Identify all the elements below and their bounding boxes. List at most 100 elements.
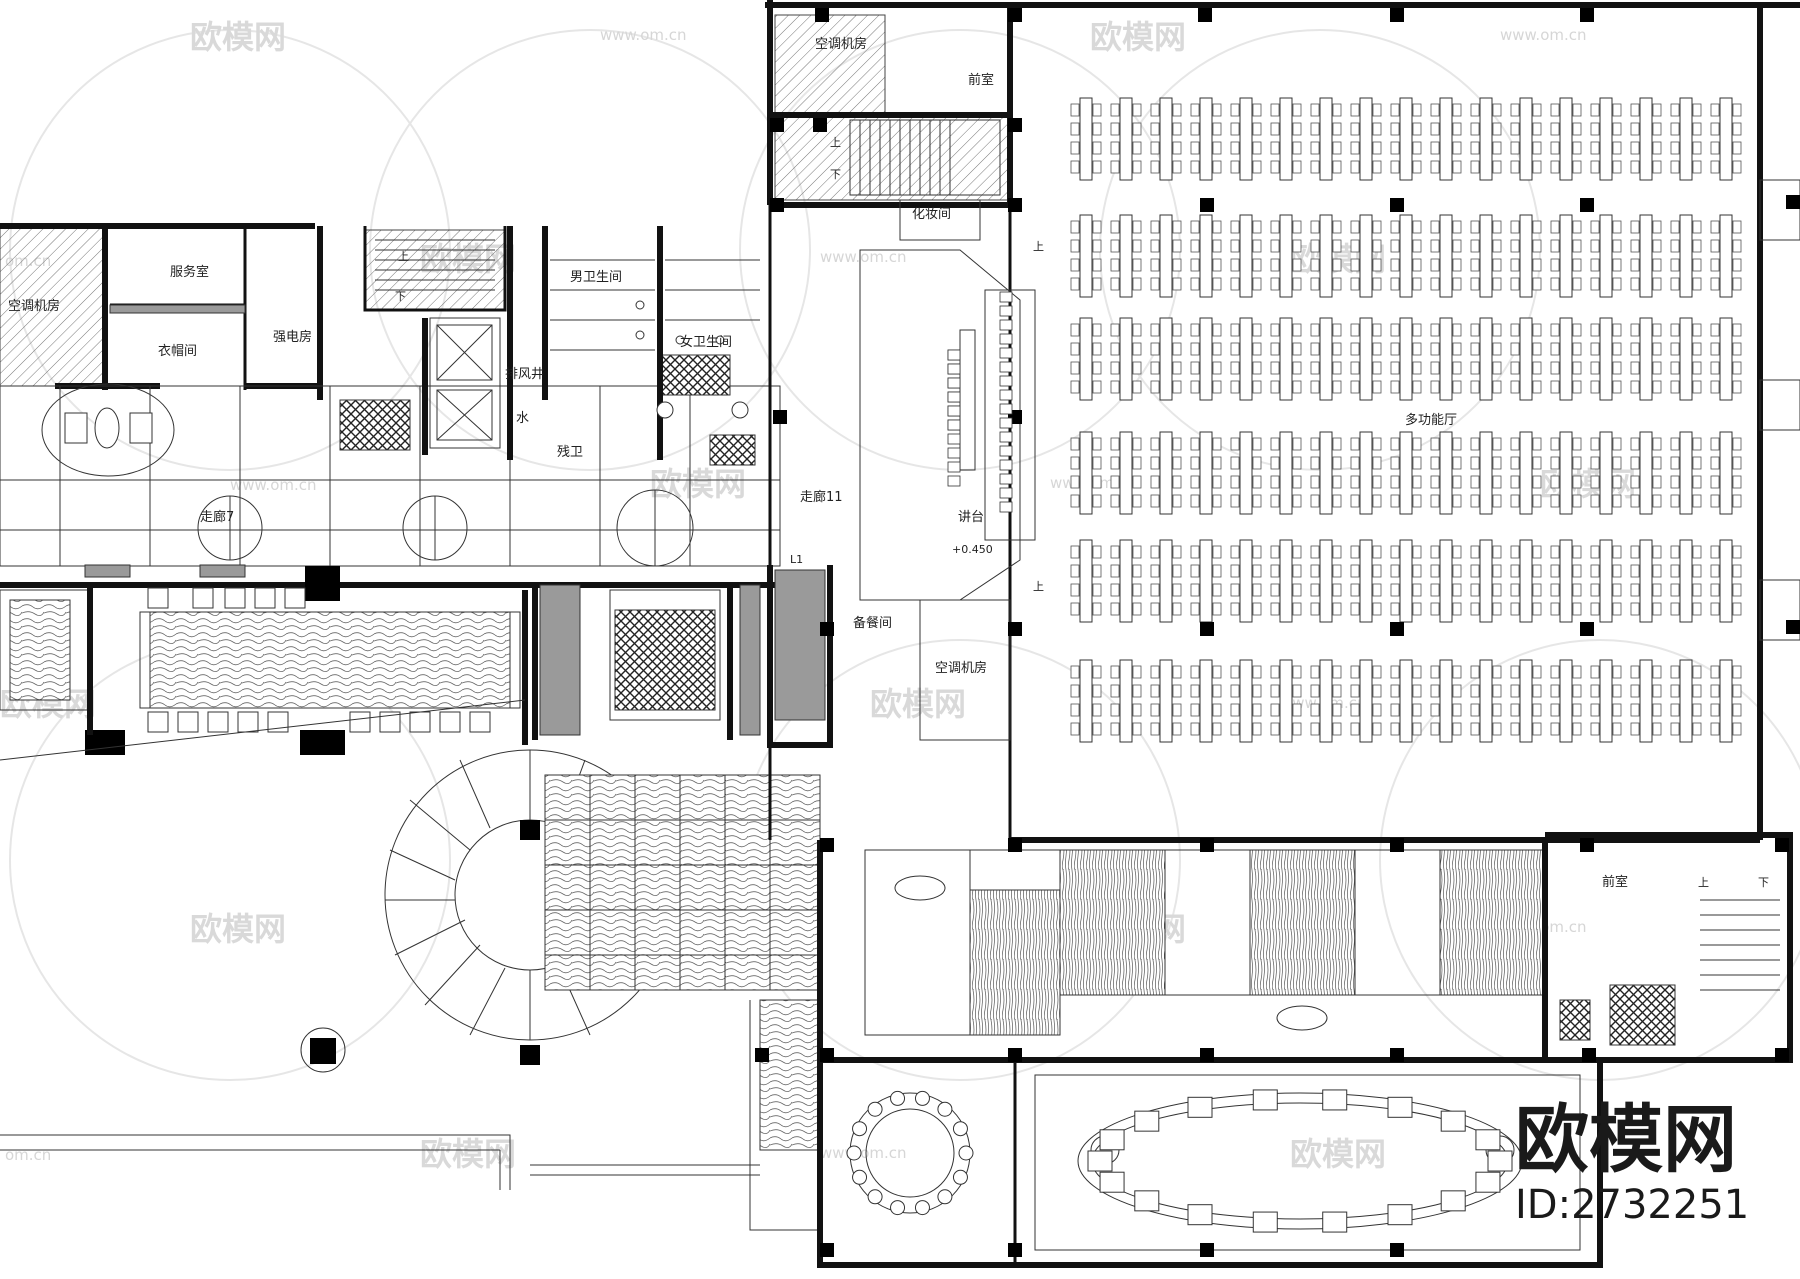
hall-chair	[1692, 684, 1702, 698]
hall-chair	[1092, 380, 1102, 394]
hall-chair	[1692, 703, 1702, 717]
room-corridor-7: 走廊7	[200, 509, 234, 525]
hall-chair	[1092, 722, 1102, 736]
hall-chair	[1070, 475, 1080, 489]
hall-chair	[1532, 103, 1542, 117]
hall-chair	[1630, 564, 1640, 578]
hall-chair	[1652, 277, 1662, 291]
hall-chair	[1452, 703, 1462, 717]
hall-chair	[1212, 103, 1222, 117]
east-lounge-band: 前室 上 下	[817, 832, 1793, 1063]
hall-chair	[1670, 122, 1680, 136]
hall-chair	[1110, 545, 1120, 559]
hall-table	[1239, 97, 1253, 181]
hall-chair	[1572, 475, 1582, 489]
hall-chair	[1612, 722, 1622, 736]
hall-chair	[1390, 722, 1400, 736]
hall-chair	[1710, 122, 1720, 136]
hall-chair	[1670, 160, 1680, 174]
hall-chair	[1652, 160, 1662, 174]
hall-chair	[1132, 665, 1142, 679]
hall-chair	[1652, 583, 1662, 597]
hall-chair	[1492, 342, 1502, 356]
hall-table	[1479, 214, 1493, 298]
hall-chair	[1532, 380, 1542, 394]
hall-chair	[1390, 665, 1400, 679]
stage-chair	[999, 333, 1013, 345]
hall-chair	[1070, 722, 1080, 736]
hall-chair	[1732, 602, 1742, 616]
hall-chair	[1550, 160, 1560, 174]
hall-chair	[1612, 494, 1622, 508]
banquet-chair	[1099, 1171, 1125, 1193]
hall-chair	[1092, 545, 1102, 559]
hall-chair	[1070, 141, 1080, 155]
hall-chair	[1212, 160, 1222, 174]
hall-chair	[1332, 684, 1342, 698]
hall-chair	[1550, 239, 1560, 253]
hall-chair	[1692, 220, 1702, 234]
hall-chair	[1492, 564, 1502, 578]
hall-chair	[1332, 602, 1342, 616]
hall-chair	[1212, 361, 1222, 375]
room-ac-mid: 空调机房	[935, 660, 987, 676]
banquet-chair	[1475, 1129, 1501, 1151]
hall-chair	[1252, 103, 1262, 117]
hall-chair	[1390, 703, 1400, 717]
hall-table	[1439, 431, 1453, 515]
hall-chair	[1092, 665, 1102, 679]
hall-chair	[1172, 239, 1182, 253]
hall-table	[1519, 214, 1533, 298]
hall-chair	[1590, 380, 1600, 394]
hall-chair	[1270, 122, 1280, 136]
hall-chair	[1692, 258, 1702, 272]
hall-chair	[1470, 684, 1480, 698]
watermark-url: om.cn	[5, 1146, 51, 1164]
hall-table	[1399, 431, 1413, 515]
hall-chair	[1372, 583, 1382, 597]
hall-chair	[1492, 258, 1502, 272]
hall-chair	[1230, 239, 1240, 253]
hall-chair	[1470, 122, 1480, 136]
hall-chair	[1230, 583, 1240, 597]
hall-chair	[1510, 342, 1520, 356]
hall-chair	[1350, 475, 1360, 489]
hall-chair	[1670, 494, 1680, 508]
hall-table	[1159, 97, 1173, 181]
hall-chair	[1470, 258, 1480, 272]
hall-chair	[1070, 258, 1080, 272]
hall-chair	[1732, 583, 1742, 597]
hall-chair	[1470, 277, 1480, 291]
hall-chair	[1172, 122, 1182, 136]
hall-table	[1519, 431, 1533, 515]
hall-chair	[1732, 722, 1742, 736]
hall-chair	[1070, 494, 1080, 508]
hall-chair	[1332, 122, 1342, 136]
hall-chair	[1670, 703, 1680, 717]
hall-chair	[1590, 239, 1600, 253]
hall-chair	[1110, 456, 1120, 470]
hall-table	[1199, 214, 1213, 298]
hall-chair	[1092, 494, 1102, 508]
hall-chair	[1550, 703, 1560, 717]
hall-chair	[1110, 239, 1120, 253]
hall-chair	[1510, 220, 1520, 234]
hall-chair	[1092, 258, 1102, 272]
hall-chair	[1292, 722, 1302, 736]
hall-table	[1319, 317, 1333, 401]
hall-chair	[1510, 103, 1520, 117]
hall-chair	[1172, 258, 1182, 272]
hall-chair	[1350, 602, 1360, 616]
hall-chair	[1532, 141, 1542, 155]
hall-chair	[1372, 684, 1382, 698]
hall-chair	[1110, 475, 1120, 489]
hall-chair	[1132, 456, 1142, 470]
hall-chair	[1230, 258, 1240, 272]
hall-chair	[1372, 494, 1382, 508]
room-electrical: 强电房	[273, 329, 312, 345]
hall-chair	[1252, 494, 1262, 508]
hall-chair	[1332, 380, 1342, 394]
hall-chair	[1470, 220, 1480, 234]
hall-chair	[1670, 103, 1680, 117]
